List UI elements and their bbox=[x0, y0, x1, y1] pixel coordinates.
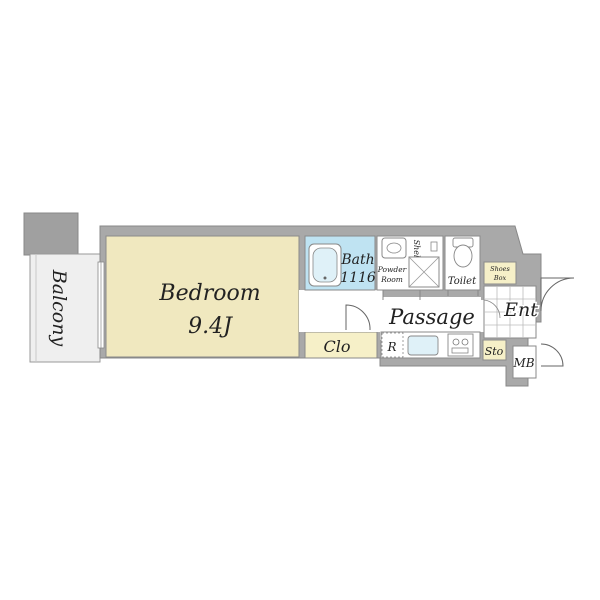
shoes-box: Shoes Box bbox=[483, 261, 517, 285]
balcony-label: Balcony bbox=[48, 269, 70, 347]
meter-box-label: MB bbox=[512, 356, 534, 370]
bedroom: Bedroom 9.4J bbox=[105, 235, 300, 358]
kitchen: R bbox=[380, 331, 481, 359]
powder-room: Shelf Powder Room bbox=[376, 235, 444, 300]
bedroom-door bbox=[345, 304, 371, 331]
toilet-bowl bbox=[453, 244, 473, 268]
storage-label: Sto bbox=[485, 345, 504, 358]
meter-box-door bbox=[540, 343, 564, 367]
balcony-floor bbox=[29, 253, 101, 363]
shoes-box-label-2: Box bbox=[493, 274, 507, 282]
storage: Sto bbox=[482, 339, 507, 361]
bedroom-floor bbox=[105, 235, 300, 358]
bedroom-size: 9.4J bbox=[188, 314, 233, 339]
wash-basin bbox=[381, 237, 407, 259]
powder-room-label-2: Room bbox=[380, 275, 403, 284]
bath-size: 1116 bbox=[340, 270, 376, 286]
refrigerator-label: R bbox=[386, 340, 396, 354]
storage-area bbox=[482, 339, 507, 361]
bath-label: Bath bbox=[340, 252, 374, 268]
balcony-window bbox=[97, 261, 105, 349]
front-door bbox=[540, 277, 575, 312]
shoes-box-area bbox=[483, 261, 517, 285]
bedroom-label: Bedroom bbox=[158, 281, 260, 306]
passage: Passage bbox=[299, 290, 500, 340]
meter-box-area bbox=[512, 345, 537, 379]
meter-box: MB bbox=[512, 343, 564, 379]
refrigerator bbox=[381, 332, 404, 358]
powder-room-label-1: Powder bbox=[377, 265, 407, 274]
entrance: Ent bbox=[483, 277, 575, 339]
shoes-box-label-1: Shoes bbox=[490, 265, 510, 273]
shelf-label: Shelf bbox=[412, 240, 421, 263]
sink bbox=[407, 335, 439, 356]
toilet-label: Toilet bbox=[448, 276, 477, 287]
closet-label: Clo bbox=[324, 337, 351, 356]
entrance-label: Ent bbox=[503, 299, 538, 321]
passage-label: Passage bbox=[388, 305, 475, 329]
balcony-column bbox=[23, 212, 79, 256]
balcony: Balcony bbox=[23, 212, 101, 363]
bath: Bath 1116 bbox=[304, 235, 376, 291]
closet-floor bbox=[304, 331, 378, 359]
toilet: Toilet bbox=[444, 235, 481, 296]
